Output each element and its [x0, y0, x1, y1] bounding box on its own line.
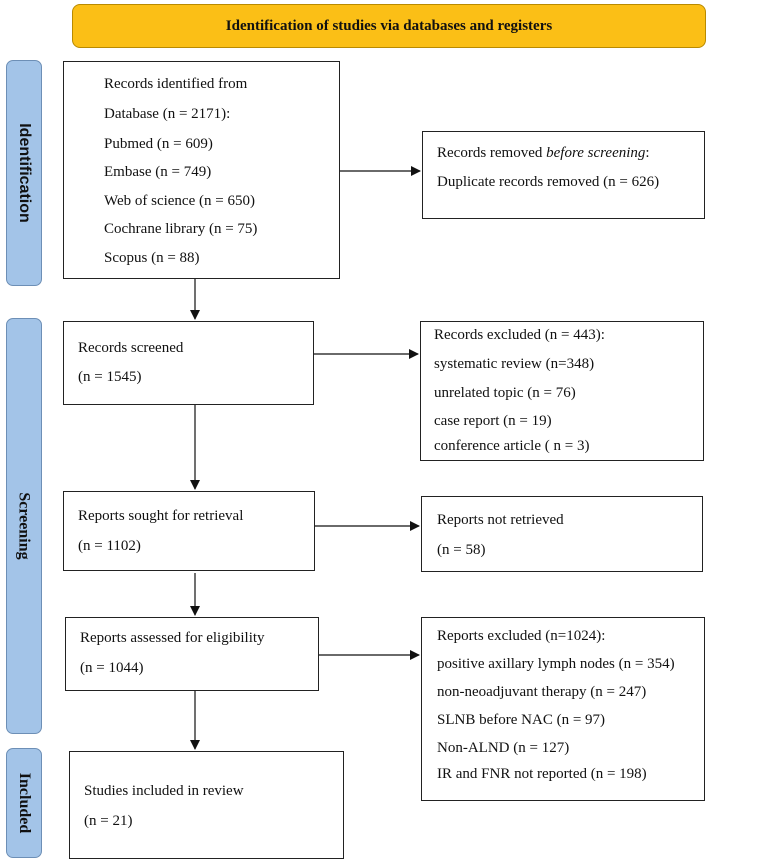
studies-included-box: Studies included in review (n = 21) — [69, 751, 344, 859]
records-screened-line: (n = 1545) — [78, 369, 142, 385]
reports-excluded-box: Reports excluded (n=1024): positive axil… — [421, 617, 705, 801]
records-identified-line: Scopus (n = 88) — [104, 250, 200, 266]
reports-excluded-line: IR and FNR not reported (n = 198) — [437, 766, 647, 782]
phase-included: Included — [6, 748, 42, 858]
records-screened-line: Records screened — [78, 340, 184, 356]
records-excluded-line: Records excluded (n = 443): — [434, 327, 605, 343]
records-identified-box: Records identified from Database (n = 21… — [63, 61, 340, 279]
reports-not-retrieved-line: (n = 58) — [437, 542, 486, 558]
reports-assessed-line: (n = 1044) — [80, 660, 144, 676]
records-removed-title-italic: before screening — [546, 145, 646, 161]
records-removed-title-suffix: : — [645, 145, 650, 161]
records-removed-title: Records removed before screening: — [437, 145, 650, 162]
reports-sought-line: Reports sought for retrieval — [78, 508, 244, 524]
diagram-header: Identification of studies via databases … — [72, 4, 706, 48]
reports-excluded-line: positive axillary lymph nodes (n = 354) — [437, 656, 675, 672]
reports-excluded-line: Non-ALND (n = 127) — [437, 740, 570, 756]
records-removed-line: Duplicate records removed (n = 626) — [437, 174, 660, 190]
studies-included-line: (n = 21) — [84, 813, 133, 829]
reports-not-retrieved-line: Reports not retrieved — [437, 512, 564, 528]
records-identified-line: Cochrane library (n = 75) — [104, 221, 258, 237]
records-excluded-box: Records excluded (n = 443): systematic r… — [420, 321, 704, 461]
reports-excluded-line: Reports excluded (n=1024): — [437, 628, 606, 644]
reports-excluded-line: non-neoadjuvant therapy (n = 247) — [437, 684, 647, 700]
records-excluded-line: systematic review (n=348) — [434, 356, 595, 372]
reports-not-retrieved-box: Reports not retrieved (n = 58) — [421, 496, 703, 572]
phase-screening: Screening — [6, 318, 42, 734]
records-excluded-line: conference article ( n = 3) — [434, 438, 590, 454]
records-identified-line: Web of science (n = 650) — [104, 193, 255, 209]
reports-sought-box: Reports sought for retrieval (n = 1102) — [63, 491, 315, 571]
records-identified-line: Embase (n = 749) — [104, 164, 212, 180]
reports-assessed-line: Reports assessed for eligibility — [80, 630, 265, 646]
records-removed-box: Records removed before screening: Duplic… — [422, 131, 705, 219]
records-identified-line: Records identified from — [104, 76, 248, 92]
records-identified-line: Pubmed (n = 609) — [104, 136, 213, 152]
records-excluded-line: unrelated topic (n = 76) — [434, 385, 576, 401]
records-identified-line: Database (n = 2171): — [104, 106, 231, 122]
records-excluded-line: case report (n = 19) — [434, 413, 552, 429]
reports-excluded-line: SLNB before NAC (n = 97) — [437, 712, 606, 728]
phase-identification: Identification — [6, 60, 42, 286]
records-screened-box: Records screened (n = 1545) — [63, 321, 314, 405]
reports-assessed-box: Reports assessed for eligibility (n = 10… — [65, 617, 319, 691]
records-removed-title-prefix: Records removed — [437, 145, 547, 161]
studies-included-line: Studies included in review — [84, 783, 244, 799]
reports-sought-line: (n = 1102) — [78, 538, 141, 554]
